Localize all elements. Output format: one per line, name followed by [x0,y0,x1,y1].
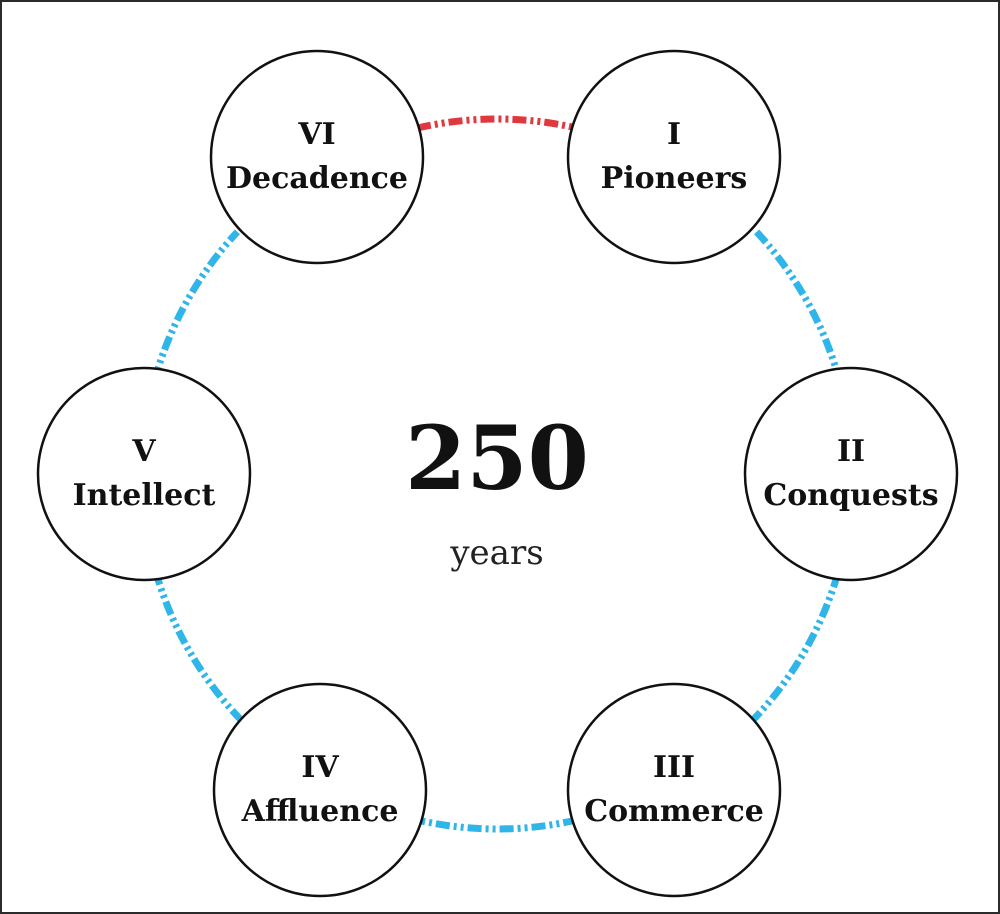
stage-name: Pioneers [601,161,748,196]
stage-name: Affluence [241,794,399,829]
stage-numeral: III [653,750,695,785]
stage-name: Commerce [584,794,764,829]
stage-name: Intellect [73,478,216,513]
stage-numeral: VI [297,117,335,152]
center-duration-number: 250 [405,406,589,510]
stage-name: Conquests [763,478,938,513]
connector-decadence-pioneers [416,115,578,132]
stage-node-affluence: IV Affluence [212,682,428,898]
stage-numeral: V [131,434,156,469]
stage-circle [212,682,428,898]
center-duration-unit: years [449,533,543,573]
stage-circle [566,49,782,265]
stage-node-intellect: V Intellect [36,366,252,582]
stage-node-commerce: III Commerce [566,682,782,898]
stage-circle [209,49,425,265]
connector-commerce-affluence [416,816,578,833]
stage-node-decadence: VI Decadence [209,49,425,265]
stage-name: Decadence [226,161,408,196]
stage-node-conquests: II Conquests [743,366,959,582]
stage-node-pioneers: I Pioneers [566,49,782,265]
stage-circle [743,366,959,582]
stage-numeral: IV [301,750,339,785]
stage-circle [36,366,252,582]
stage-circle [566,682,782,898]
stage-numeral: II [837,434,865,469]
stage-numeral: I [667,117,681,152]
